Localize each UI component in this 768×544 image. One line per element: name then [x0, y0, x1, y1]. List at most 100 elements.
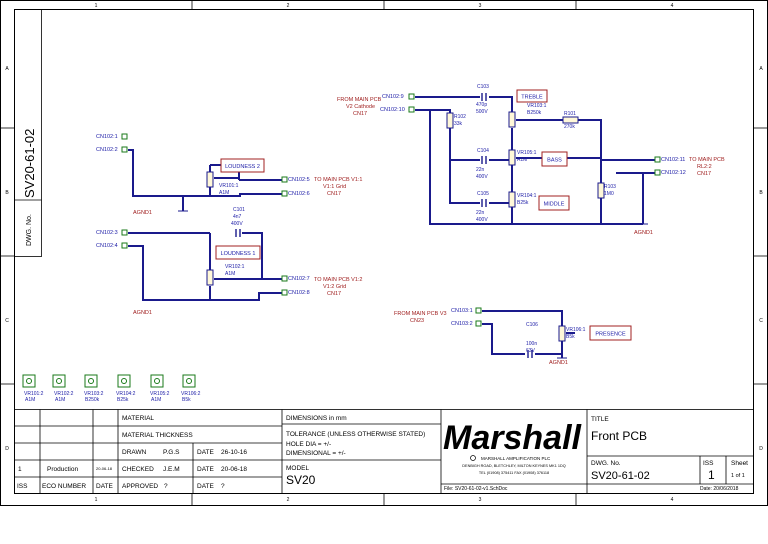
- presence-label: PRESENCE: [595, 332, 626, 338]
- c103-val2: 500V: [476, 109, 488, 115]
- marshall-logo: Marshall MARSHALL AMPLIFICATION PLC DENB…: [443, 419, 582, 475]
- capacitors: [235, 93, 533, 358]
- row-d-left: D: [5, 446, 9, 452]
- fp-vr101-ref: VR101:2: [24, 391, 44, 397]
- note-v2-b: V2 Cathode: [346, 104, 375, 110]
- zone-markers: [0, 0, 768, 506]
- tb-approved-date-label: DATE: [197, 483, 215, 490]
- col-4-bottom: 4: [671, 497, 674, 503]
- cn102-2-label: CN102:2: [96, 147, 118, 153]
- cn102-5-label: CN102:5: [288, 177, 310, 183]
- cn102-4-label: CN102:4: [96, 243, 118, 249]
- vr101-val: A1M: [219, 190, 229, 196]
- cn102-10-label: CN102:10: [380, 107, 405, 113]
- vr102-ref: VR102:1: [225, 264, 245, 270]
- title-block: [14, 409, 754, 494]
- fp-vr106-val: B5k: [182, 397, 191, 403]
- fp-vr105-val: A1M: [151, 397, 161, 403]
- tb-checked-date: 20-06-18: [221, 466, 247, 473]
- tb-dimensions: DIMENSIONS in mm: [286, 415, 347, 422]
- tb-approved-label: APPROVED: [122, 483, 158, 490]
- tb-rev-iss: 1: [18, 466, 22, 473]
- tb-approved-by: ?: [164, 483, 168, 490]
- c106-val2: 63V: [526, 348, 536, 354]
- c105-val2: 400V: [476, 217, 488, 223]
- tb-rev-eco: Production: [47, 466, 78, 473]
- fp-vr106-ref: VR106:2: [181, 391, 201, 397]
- tb-file: File: SV20-61-02-v1.SchDoc: [444, 486, 508, 492]
- tb-date-footer: Date: 20/06/2018: [700, 486, 739, 492]
- c106-val1: 100n: [526, 341, 537, 347]
- vr103-val: B250k: [527, 110, 542, 116]
- tb-iss: 1: [708, 468, 715, 482]
- ground-symbols: [178, 210, 648, 359]
- r101-ref: R101: [564, 111, 576, 117]
- tb-hdr-date: DATE: [96, 483, 114, 490]
- tb-rev-date: 20-06-18: [96, 466, 113, 471]
- note-v2-a: FROM MAIN PCB: [337, 97, 382, 103]
- net-notes: TO MAIN PCB V1:1 V1:1 Grid CN17 TO MAIN …: [133, 97, 725, 366]
- treble-label: TREBLE: [521, 95, 543, 101]
- tb-checked-label: CHECKED: [122, 466, 154, 473]
- c105-ref: C105: [477, 191, 489, 197]
- tb-drawn-by: P.G.S: [163, 449, 180, 456]
- potentiometers: [206, 111, 566, 342]
- c101-ref: C101: [233, 207, 245, 213]
- component-labels: VR101:1 A1M VR102:1 A1M VR103:1 B250k VR…: [219, 84, 616, 354]
- row-b-right: B: [759, 190, 763, 196]
- connector-pads: [121, 93, 661, 327]
- vr105-ref: VR105:1: [517, 150, 537, 156]
- vertical-dwg-box: SV20-61-02 DWG. No.: [14, 9, 42, 257]
- outer-frame: [0, 0, 768, 506]
- col-3-bottom: 3: [479, 497, 482, 503]
- note-rl2-c: CN17: [697, 171, 711, 177]
- c105-val1: 22n: [476, 210, 485, 216]
- r102-val: 33k: [454, 121, 463, 127]
- c104-ref: C104: [477, 148, 489, 154]
- zone-labels: 1 2 3 4 1 2 3 4 A B C D A B C D: [5, 3, 763, 503]
- c103-val1: 470p: [476, 102, 487, 108]
- tb-checked-by: J.E.M: [163, 466, 180, 473]
- cn102-6-label: CN102:6: [288, 191, 310, 197]
- fp-vr101-val: A1M: [25, 397, 35, 403]
- note-v11-c: CN17: [327, 191, 341, 197]
- fp-vr105-ref: VR105:2: [150, 391, 170, 397]
- tb-dimensional: DIMENSIONAL = +/-: [286, 450, 346, 457]
- fp-vr102-ref: VR102:2: [54, 391, 74, 397]
- c101-val2: 400V: [231, 221, 243, 227]
- fp-vr102-val: A1M: [55, 397, 65, 403]
- r101-val: 270k: [564, 124, 575, 130]
- row-a-right: A: [759, 66, 763, 72]
- title-block-text: MATERIAL MATERIAL THICKNESS DRAWN P.G.S …: [17, 415, 748, 492]
- row-c-right: C: [759, 318, 763, 324]
- vr105-val: A1M: [517, 157, 527, 163]
- fp-vr103-ref: VR103:2: [84, 391, 104, 397]
- function-boxes: LOUDNESS 2 LOUDNESS 1 TREBLE BASS MIDDLE…: [215, 89, 632, 341]
- cn102-1-label: CN102:1: [96, 134, 118, 140]
- middle-label: MIDDLE: [544, 202, 565, 208]
- tb-sheet: 1 of 1: [731, 473, 745, 479]
- vr106-ref: VR106:1: [566, 327, 586, 333]
- connector-labels: CN102:1 CN102:2 CN102:3 CN102:4 CN102:5 …: [96, 94, 686, 327]
- vr101-ref: VR101:1: [219, 183, 239, 189]
- note-v12-c: CN17: [327, 291, 341, 297]
- note-v3-b: CN23: [410, 318, 424, 324]
- tb-drawn-label: DRAWN: [122, 449, 147, 456]
- vertical-dwg-number: SV20-61-02: [22, 129, 37, 198]
- col-2-top: 2: [287, 3, 290, 9]
- tb-hdr-iss: ISS: [17, 483, 28, 490]
- company-address: DENBIGH ROAD, BLETCHLEY, MILTON KEYNES M…: [462, 464, 565, 468]
- tb-approved-date: ?: [221, 483, 225, 490]
- company-name: MARSHALL AMPLIFICATION PLC: [481, 456, 551, 461]
- cn102-3-label: CN102:3: [96, 230, 118, 236]
- cn102-7-label: CN102:7: [288, 276, 310, 282]
- agnd-4: AGND1: [549, 360, 568, 366]
- wires: [128, 96, 655, 358]
- c106-ref: C106: [526, 322, 538, 328]
- agnd-3: AGND1: [634, 230, 653, 236]
- cn103-1-label: CN103:1: [451, 308, 473, 314]
- tb-dwgno: SV20-61-02: [591, 470, 650, 482]
- row-a-left: A: [5, 66, 9, 72]
- cn102-12-label: CN102:12: [661, 170, 686, 176]
- vr102-val: A1M: [225, 271, 235, 277]
